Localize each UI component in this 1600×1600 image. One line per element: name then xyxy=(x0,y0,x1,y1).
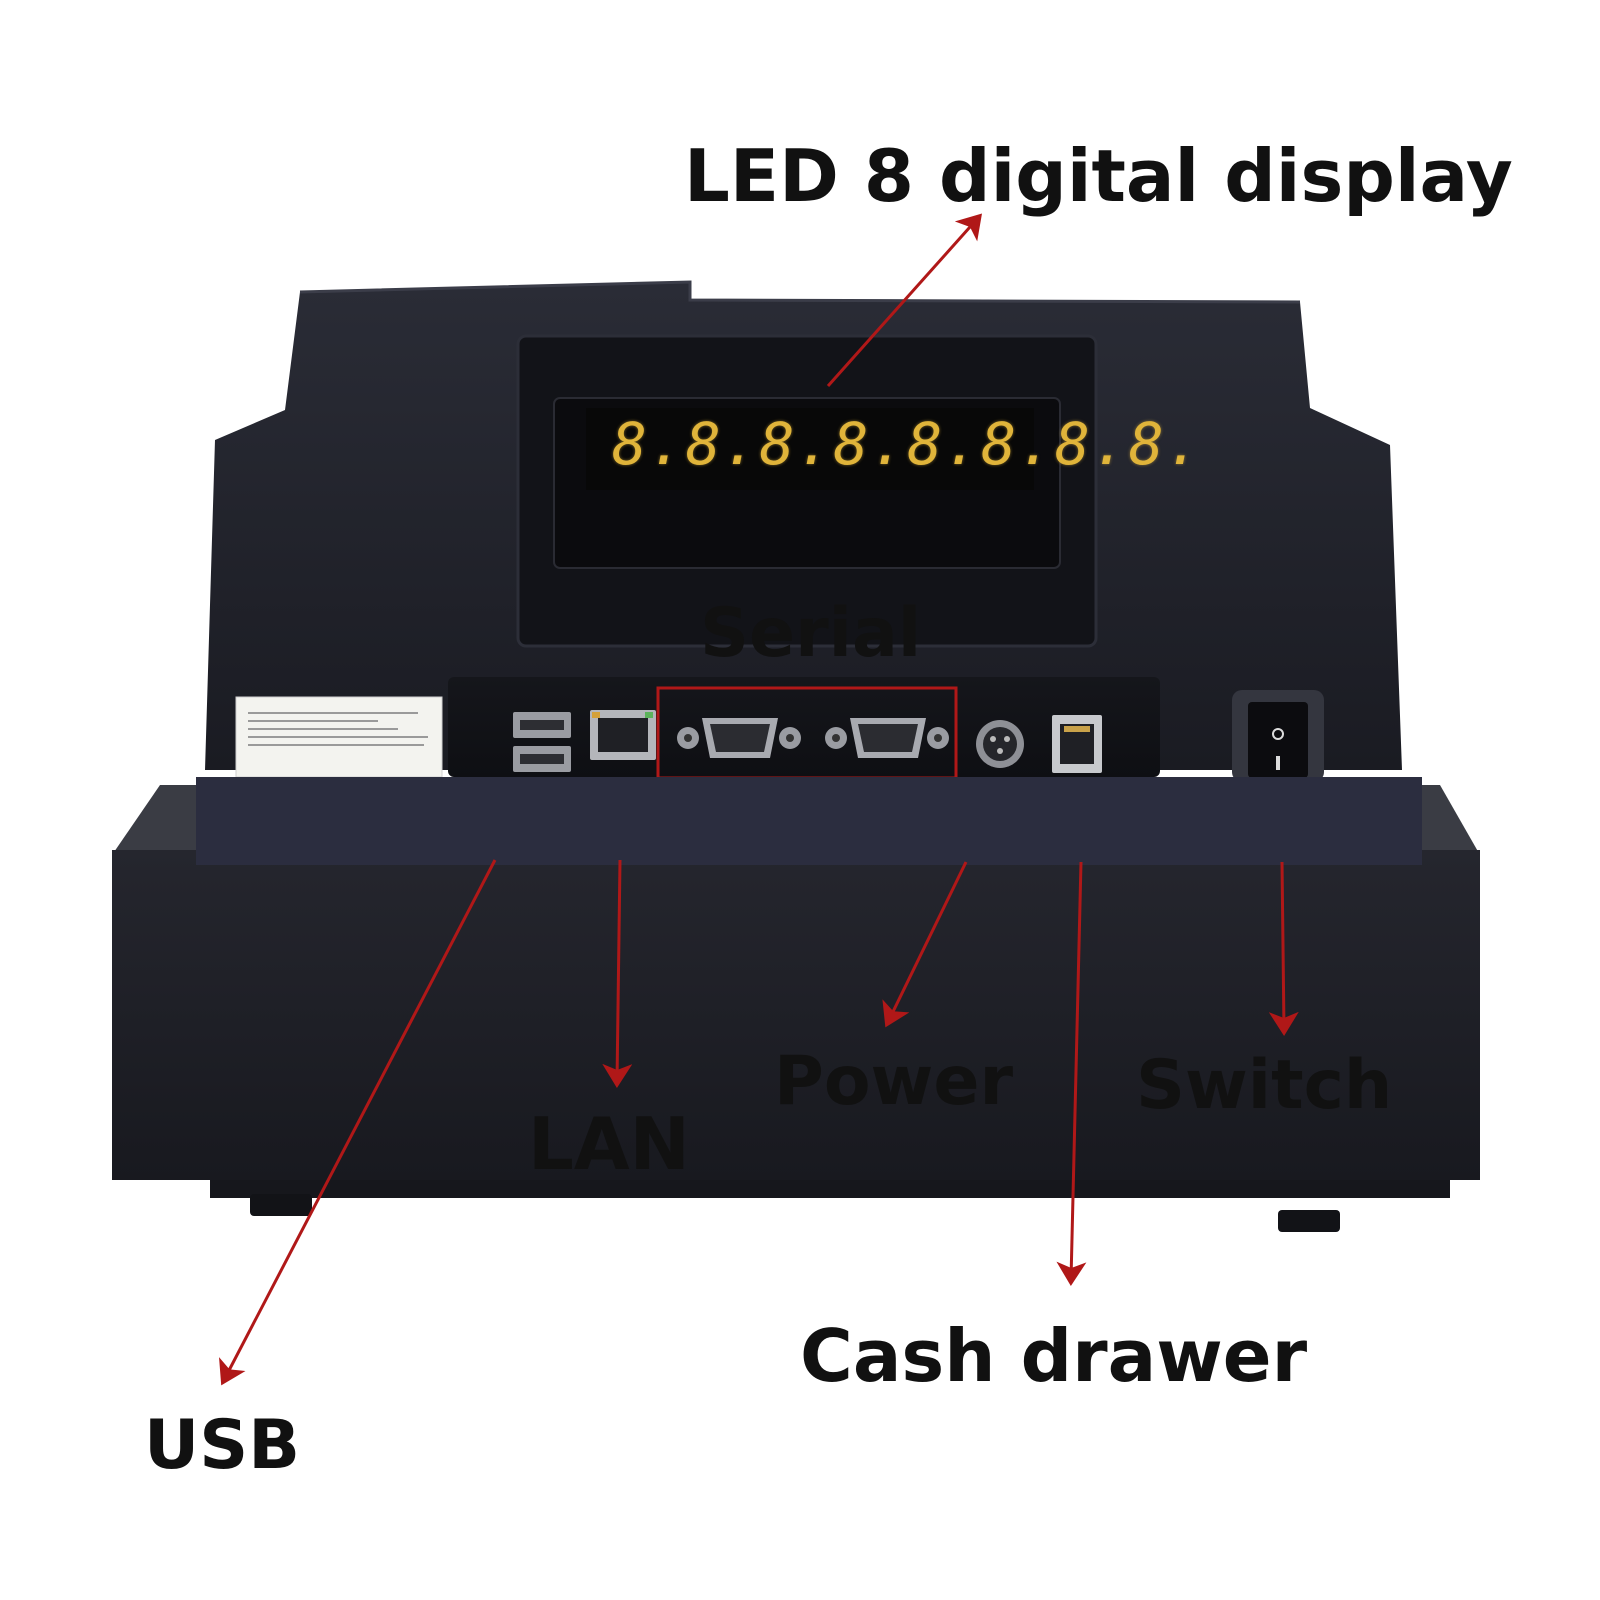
callout-lan: LAN xyxy=(528,1102,690,1186)
callout-power: Power xyxy=(774,1042,1014,1121)
led-digit-readout: 8.8.8.8.8.8.8.8. xyxy=(612,410,1203,478)
switch-arrow xyxy=(1268,861,1299,1036)
sticker-fine-print xyxy=(248,708,428,752)
usb-arrow xyxy=(219,859,497,1386)
callout-usb: USB xyxy=(144,1406,301,1485)
led-display-arrow xyxy=(826,213,982,387)
display-window xyxy=(586,408,1034,490)
power-arrow xyxy=(882,861,968,1028)
power-switch-icon xyxy=(1232,690,1324,782)
serial-port-icon xyxy=(677,718,801,758)
foot-right xyxy=(1278,1210,1340,1232)
foot-left xyxy=(250,1194,312,1216)
base-bottom-strip xyxy=(210,1180,1450,1198)
cash-drawer-port-icon xyxy=(1052,715,1102,773)
redaction-band xyxy=(196,777,1422,865)
callout-led-display: LED 8 digital display xyxy=(684,134,1513,218)
lan-port-icon xyxy=(590,710,656,760)
usb-port-icon xyxy=(513,712,571,772)
base-drawer xyxy=(112,850,1480,1180)
power-port-icon xyxy=(976,720,1024,768)
cash-drawer-arrow xyxy=(1056,861,1087,1286)
callout-switch: Switch xyxy=(1136,1046,1393,1125)
top-ridge xyxy=(299,280,1301,304)
serial-port-icon xyxy=(825,718,949,758)
callout-serial: Serial xyxy=(700,594,922,673)
lan-arrow xyxy=(602,859,633,1088)
callout-cash-drawer: Cash drawer xyxy=(800,1314,1308,1398)
